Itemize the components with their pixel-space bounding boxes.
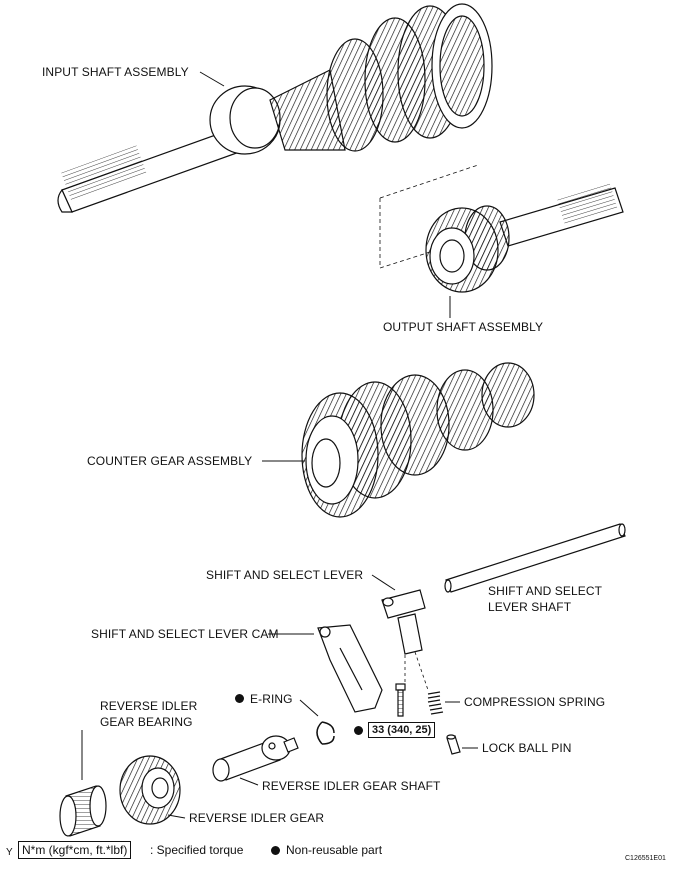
label-lever-shaft-line2: LEVER SHAFT bbox=[488, 600, 572, 614]
non-reusable-dot-e-ring bbox=[235, 694, 244, 703]
shift-lever-leader bbox=[371, 574, 396, 591]
label-idler-gear: REVERSE IDLER GEAR bbox=[189, 811, 325, 825]
legend-torque-desc: : Specified torque bbox=[150, 843, 244, 857]
label-output-shaft: OUTPUT SHAFT ASSEMBLY bbox=[383, 320, 544, 334]
idler-gear-leader bbox=[167, 814, 186, 819]
label-idler-bearing-line2: GEAR BEARING bbox=[100, 715, 193, 729]
label-idler-bearing-line1: REVERSE IDLER bbox=[100, 699, 198, 713]
label-input-shaft: INPUT SHAFT ASSEMBLY bbox=[42, 65, 189, 79]
shift-lever-drawing bbox=[381, 589, 426, 655]
shift-lever-cam-drawing bbox=[317, 624, 383, 713]
input-shaft-drawing bbox=[57, 3, 493, 213]
label-counter-gear: COUNTER GEAR ASSEMBLY bbox=[87, 454, 253, 468]
counter-gear-drawing bbox=[301, 362, 535, 518]
assembly-dashed-bracket bbox=[379, 164, 479, 269]
figure-code: C126551E01 bbox=[625, 855, 666, 862]
idler-bearing-drawing bbox=[59, 785, 107, 837]
input-shaft-leader bbox=[199, 71, 225, 87]
legend-prefix: Y bbox=[6, 847, 13, 858]
compression-spring-drawing bbox=[427, 691, 444, 715]
label-e-ring: E-RING bbox=[250, 692, 293, 706]
legend-torque-units: N*m (kgf*cm, ft.*lbf) bbox=[18, 841, 132, 859]
bolt-drawing bbox=[395, 683, 406, 717]
torque-spec-box: 33 (340, 25) bbox=[368, 722, 436, 738]
legend-non-reusable-dot bbox=[271, 846, 280, 855]
label-shift-select-lever: SHIFT AND SELECT LEVER bbox=[206, 568, 364, 582]
output-shaft-drawing bbox=[425, 183, 624, 293]
label-compression-spring: COMPRESSION SPRING bbox=[464, 695, 606, 709]
reverse-idler-gear-drawing bbox=[119, 755, 181, 825]
label-idler-gear-shaft: REVERSE IDLER GEAR SHAFT bbox=[262, 779, 441, 793]
e-ring-leader bbox=[299, 699, 319, 717]
reverse-idler-shaft-drawing bbox=[212, 735, 299, 782]
shift-lever-shaft-drawing bbox=[444, 523, 626, 593]
label-lock-ball-pin: LOCK BALL PIN bbox=[482, 741, 572, 755]
label-lever-shaft-line1: SHIFT AND SELECT bbox=[488, 584, 603, 598]
non-reusable-dot-bolt bbox=[354, 726, 363, 735]
idler-shaft-leader bbox=[239, 777, 259, 786]
e-ring-drawing bbox=[316, 721, 335, 745]
label-lever-cam: SHIFT AND SELECT LEVER CAM bbox=[91, 627, 279, 641]
legend-non-reusable: Non-reusable part bbox=[286, 843, 383, 857]
lever-dashed-lines bbox=[404, 651, 429, 691]
lock-ball-pin-drawing bbox=[446, 734, 461, 755]
